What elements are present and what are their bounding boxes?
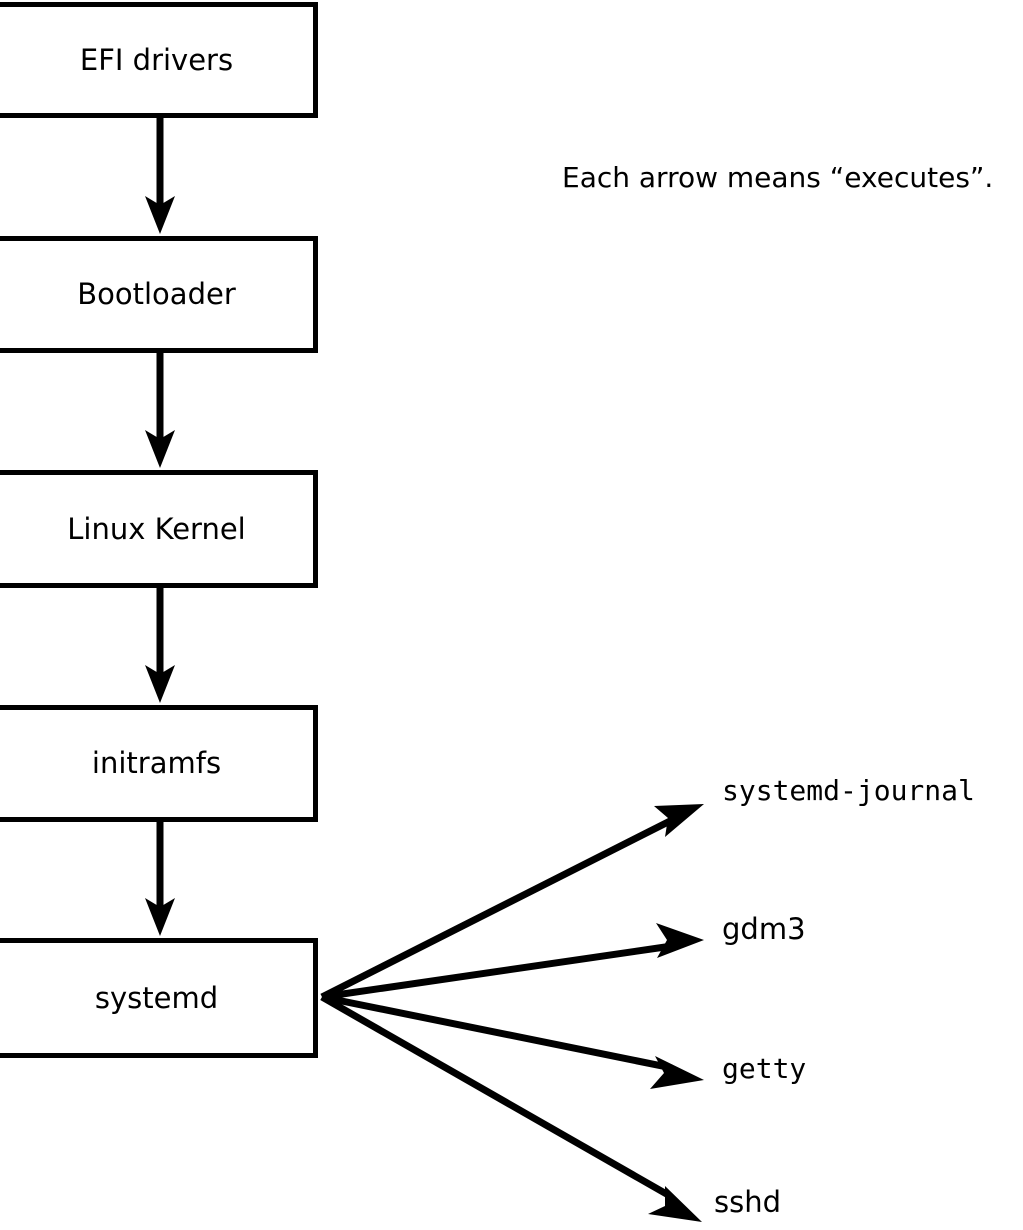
node-label-systemd: systemd	[94, 980, 219, 1015]
fan-arrow-sshd	[320, 993, 702, 1222]
node-label-efi-drivers: EFI drivers	[79, 42, 234, 77]
service-label-systemd-journal: systemd-journal	[722, 774, 975, 807]
node-label-bootloader: Bootloader	[77, 277, 236, 311]
node-box-linux-kernel[interactable]: Linux Kernel	[0, 470, 318, 588]
node-box-efi-drivers[interactable]: EFI drivers	[0, 2, 318, 118]
node-box-systemd[interactable]: systemd	[0, 938, 318, 1058]
node-box-bootloader[interactable]: Bootloader	[0, 236, 318, 353]
fan-arrow-gdm3	[321, 923, 704, 1001]
node-label-linux-kernel: Linux Kernel	[67, 511, 246, 546]
fan-arrow-getty	[321, 993, 704, 1089]
chain-arrow-initramfs-to-systemd	[145, 822, 175, 936]
service-label-gdm3: gdm3	[722, 912, 806, 946]
node-box-initramfs[interactable]: initramfs	[0, 705, 318, 822]
fan-arrow-systemd-journal	[320, 804, 704, 1001]
chain-arrow-kernel-to-initramfs	[145, 588, 175, 703]
service-label-getty: getty	[722, 1052, 807, 1085]
chain-arrow-efi-to-bootloader	[145, 118, 175, 234]
chain-arrow-bootloader-to-kernel	[145, 353, 175, 468]
legend-note: Each arrow means “executes”.	[562, 161, 994, 194]
node-label-initramfs: initramfs	[91, 746, 222, 780]
service-label-sshd: sshd	[714, 1185, 782, 1219]
